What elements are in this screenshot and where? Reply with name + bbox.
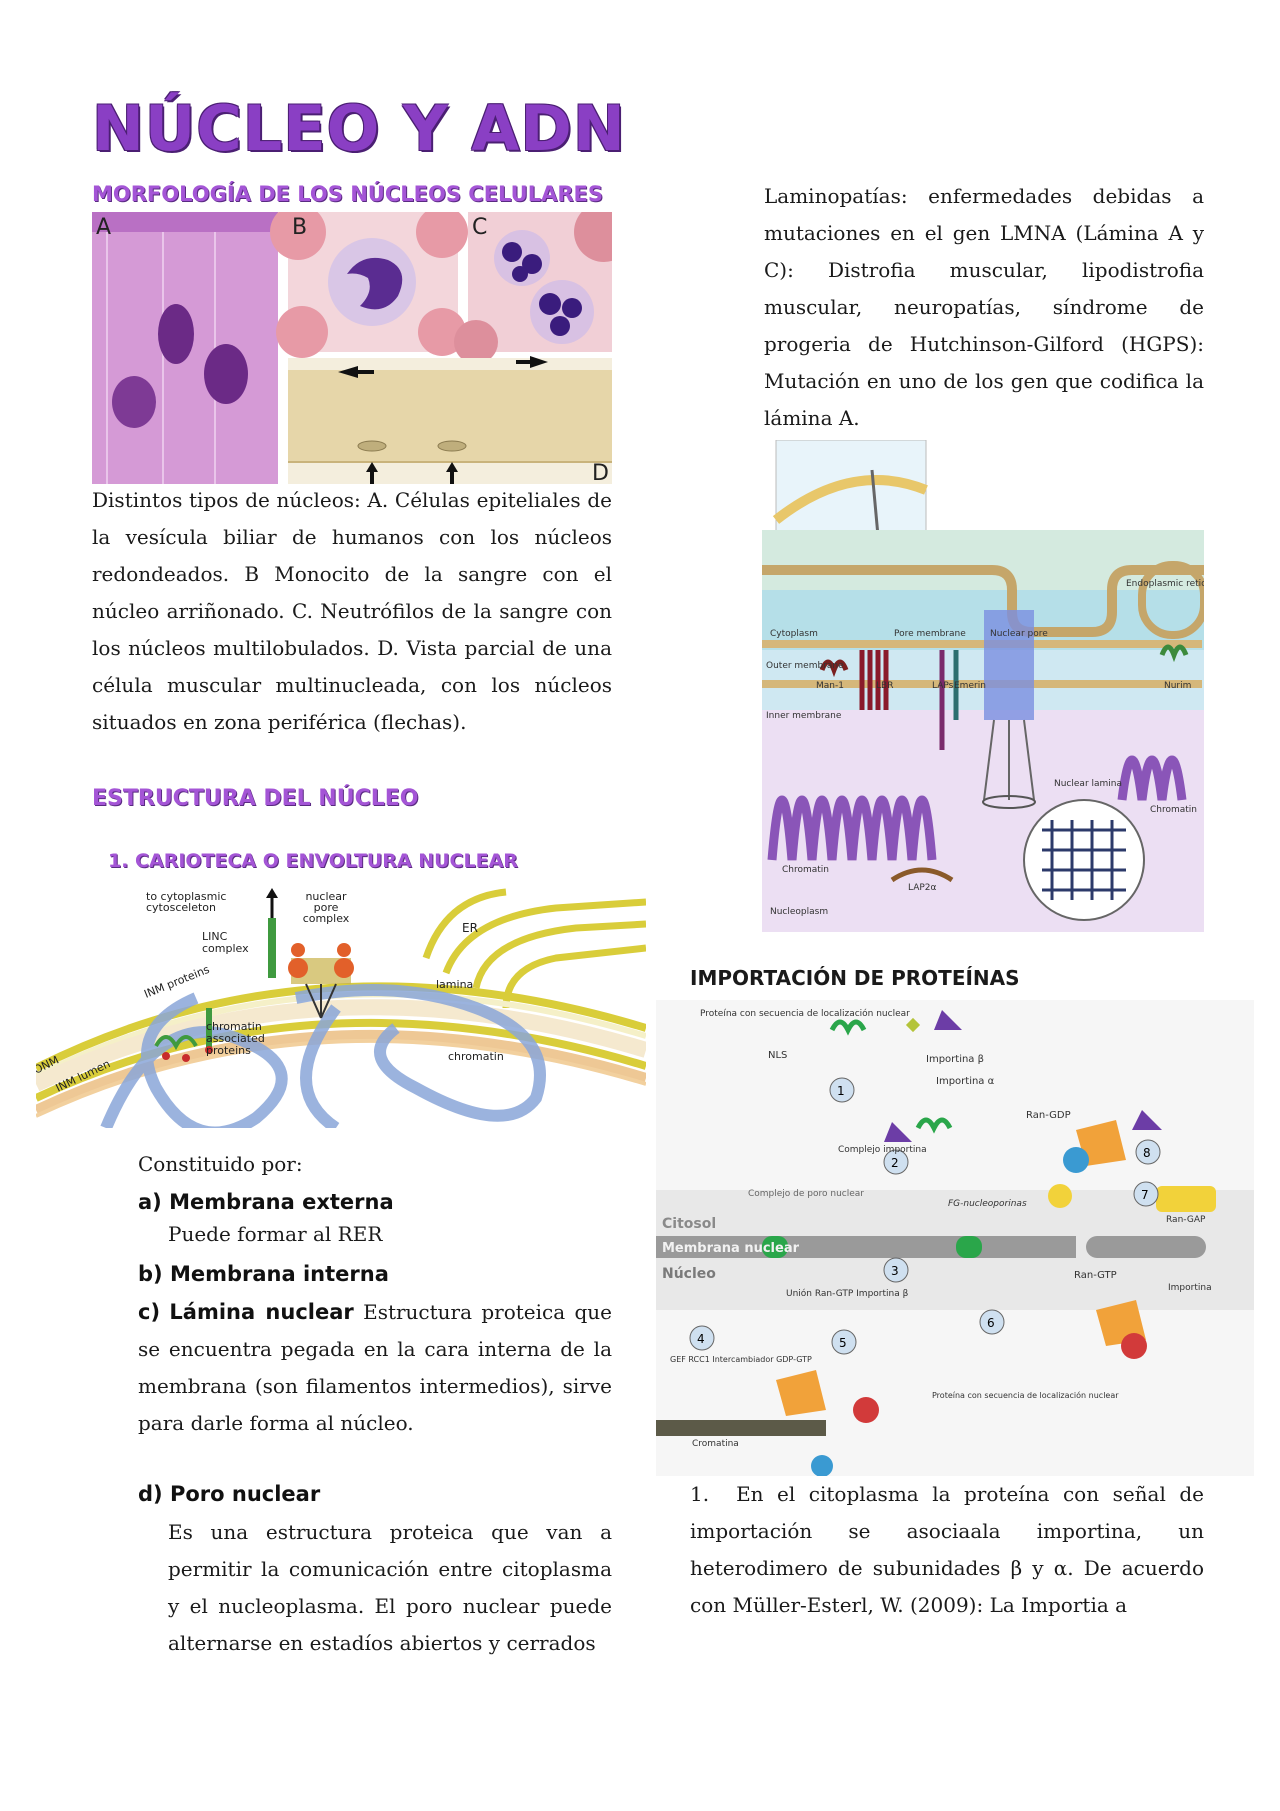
label-protein-nls: Proteína con secuencia de localización n… bbox=[700, 1008, 910, 1019]
panel-label-d: D bbox=[592, 461, 609, 484]
svg-text:6: 6 bbox=[987, 1316, 995, 1330]
item-d-title: d) Poro nuclear bbox=[138, 1482, 321, 1506]
svg-text:2: 2 bbox=[891, 1156, 899, 1170]
constituted-by: Constituido por: bbox=[138, 1152, 303, 1176]
nucleoplasm-label: Nucleoplasm bbox=[770, 907, 828, 917]
structure-heading: ESTRUCTURA DEL NÚCLEO bbox=[92, 786, 419, 811]
nuclear-pore-label: Nuclear pore bbox=[990, 629, 1048, 639]
panel-label-b: B bbox=[292, 215, 307, 240]
svg-text:8: 8 bbox=[1143, 1146, 1151, 1160]
chromatin-label-left: Chromatin bbox=[782, 865, 829, 875]
nuclei-morphology-figure: A B C D bbox=[92, 202, 634, 486]
label-importina: Importina bbox=[1168, 1283, 1212, 1293]
inner-membrane-label: Inner membrane bbox=[766, 711, 842, 721]
label-gef: GEF RCC1 Intercambiador GDP-GTP bbox=[670, 1355, 812, 1364]
emerin-label: Emerin bbox=[954, 681, 986, 691]
import-heading: IMPORTACIÓN DE PROTEÍNAS bbox=[690, 966, 1020, 990]
svg-text:5: 5 bbox=[839, 1336, 847, 1350]
er-label: ER bbox=[462, 921, 478, 935]
svg-text:7: 7 bbox=[1141, 1188, 1149, 1202]
lbr-label: LBR bbox=[876, 681, 893, 691]
laminopathies-text: Laminopatías: enfermedades debidas a mut… bbox=[764, 184, 1204, 430]
page-title: NÚCLEO Y ADN bbox=[92, 92, 626, 165]
label-ran-gtp: Ran-GTP bbox=[1074, 1270, 1117, 1281]
label-nls: NLS bbox=[768, 1050, 787, 1061]
label-importin-a: Importina α bbox=[936, 1076, 995, 1087]
label-fg: FG-nucleoporinas bbox=[948, 1199, 1027, 1209]
cytoplasm-label: Cytoplasm bbox=[770, 629, 818, 639]
morphology-caption: Distintos tipos de núcleos: A. Células e… bbox=[92, 488, 612, 734]
label-pore-complex: Complejo de poro nuclear bbox=[748, 1189, 864, 1199]
label-protein-end: Proteína con secuencia de localización n… bbox=[932, 1390, 1119, 1400]
label-cytosol: Citosol bbox=[662, 1216, 716, 1232]
protein-import-diagram: 1 2 3 4 5 6 7 8 Proteína con secuencia d… bbox=[656, 1000, 1254, 1477]
nuclear-membrane-diagram: Endoplasmic reticulum Cytoplasm Pore mem… bbox=[762, 439, 1229, 932]
er-label: Endoplasmic reticulum bbox=[1126, 579, 1204, 589]
svg-text:3: 3 bbox=[891, 1264, 899, 1278]
item-c: c) Lámina nuclear Estructura proteica qu… bbox=[138, 1300, 613, 1435]
svg-text:4: 4 bbox=[697, 1332, 705, 1346]
morphology-heading: MORFOLOGÍA DE LOS NÚCLEOS CELULARES bbox=[92, 182, 603, 206]
item-d-text: Es una estructura proteica que van a per… bbox=[168, 1520, 612, 1655]
outer-membrane-label: Outer membrane bbox=[766, 661, 844, 671]
label-nucleus: Núcleo bbox=[662, 1266, 716, 1282]
lap2a-label: LAP2α bbox=[908, 883, 937, 893]
laps-label: LAPs bbox=[932, 681, 954, 691]
lamina-label: lamina bbox=[436, 978, 473, 991]
nuclear-lamina-label: Nuclear lamina bbox=[1054, 779, 1122, 789]
man1-label: Man-1 bbox=[816, 681, 844, 691]
label-union: Unión Ran-GTP Importina β bbox=[786, 1288, 909, 1299]
chromatin-label-right: Chromatin bbox=[1150, 805, 1197, 815]
chromatin-label: chromatin bbox=[448, 1050, 504, 1063]
item-b-title: b) Membrana interna bbox=[138, 1262, 389, 1286]
label-ran-gap: Ran-GAP bbox=[1166, 1215, 1206, 1225]
item-a-title: a) Membrana externa bbox=[138, 1190, 394, 1214]
label-ran-gdp: Ran-GDP bbox=[1026, 1110, 1071, 1121]
panel-label-c: C bbox=[472, 215, 487, 240]
label-complex: Complejo importina bbox=[838, 1145, 927, 1155]
label-chromatin: Cromatina bbox=[692, 1439, 739, 1449]
cariotheca-heading: 1. CARIOTECA O ENVOLTURA NUCLEAR bbox=[108, 850, 518, 872]
label-membrane: Membrana nuclear bbox=[662, 1241, 800, 1256]
label-importin-b: Importina β bbox=[926, 1054, 984, 1065]
panel-label-a: A bbox=[96, 215, 111, 240]
pore-membrane-label: Pore membrane bbox=[894, 629, 966, 639]
import-step-1: 1. En el citoplasma la proteína con seña… bbox=[690, 1482, 1205, 1617]
svg-text:1: 1 bbox=[837, 1084, 845, 1098]
item-a-text: Puede formar al RER bbox=[168, 1222, 383, 1246]
inm-proteins-label: INM proteins bbox=[142, 963, 211, 1001]
nurim-label: Nurim bbox=[1164, 681, 1191, 691]
